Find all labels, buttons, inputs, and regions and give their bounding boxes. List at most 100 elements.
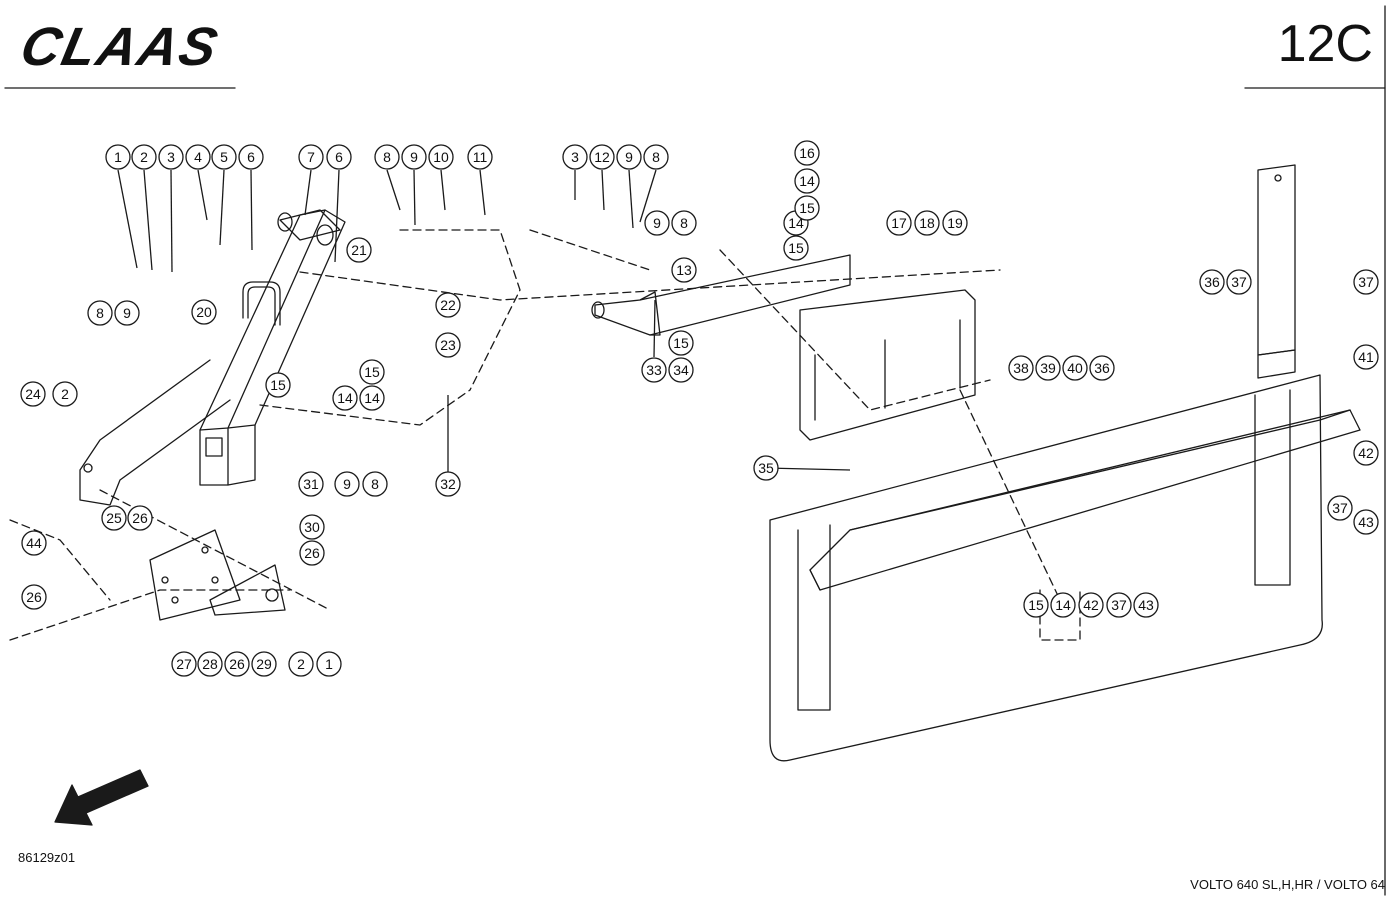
part-callout: 2 bbox=[288, 651, 314, 677]
part-number: 3 bbox=[571, 149, 579, 165]
part-number: 15 bbox=[673, 335, 689, 351]
part-callout: 38 bbox=[1008, 355, 1034, 381]
part-callout: 23 bbox=[435, 332, 461, 358]
part-callout: 9 bbox=[334, 471, 360, 497]
adapter-plate bbox=[149, 529, 286, 621]
part-number: 42 bbox=[1083, 597, 1099, 613]
part-number: 3 bbox=[167, 149, 175, 165]
mounting-plate bbox=[799, 289, 976, 441]
part-callout: 8 bbox=[643, 144, 669, 170]
part-callout: 15 bbox=[783, 235, 809, 261]
assembly-lines bbox=[9, 229, 1081, 641]
part-callout: 26 bbox=[299, 540, 325, 566]
part-callout: 30 bbox=[299, 514, 325, 540]
part-number: 26 bbox=[304, 545, 320, 561]
part-callout: 37 bbox=[1106, 592, 1132, 618]
leader-line bbox=[413, 169, 416, 226]
part-number: 26 bbox=[229, 656, 245, 672]
part-number: 10 bbox=[433, 149, 449, 165]
part-number: 8 bbox=[383, 149, 391, 165]
part-number: 9 bbox=[625, 149, 633, 165]
part-number: 15 bbox=[799, 200, 815, 216]
part-callout: 16 bbox=[794, 140, 820, 166]
part-callout: 17 bbox=[886, 210, 912, 236]
part-number: 14 bbox=[337, 390, 353, 406]
part-number: 2 bbox=[61, 386, 69, 402]
part-callout: 14 bbox=[1050, 592, 1076, 618]
part-number: 42 bbox=[1358, 445, 1374, 461]
part-number: 34 bbox=[673, 362, 689, 378]
part-callout: 42 bbox=[1078, 592, 1104, 618]
part-number: 21 bbox=[351, 242, 367, 258]
part-callout: 15 bbox=[359, 359, 385, 385]
main-frame-beam bbox=[79, 209, 346, 506]
leader-line bbox=[219, 169, 225, 246]
part-callout: 2 bbox=[131, 144, 157, 170]
arrow-down-left-icon bbox=[54, 769, 149, 826]
part-number: 28 bbox=[202, 656, 218, 672]
part-callout: 44 bbox=[21, 530, 47, 556]
part-callout: 37 bbox=[1327, 495, 1353, 521]
part-callout: 12 bbox=[589, 144, 615, 170]
part-callout: 42 bbox=[1353, 440, 1379, 466]
part-callout: 7 bbox=[298, 144, 324, 170]
part-callout: 36 bbox=[1089, 355, 1115, 381]
part-number: 12 bbox=[594, 149, 610, 165]
cross-tube bbox=[277, 209, 341, 246]
part-callout: 4 bbox=[185, 144, 211, 170]
part-callout: 14 bbox=[794, 168, 820, 194]
part-number: 7 bbox=[307, 149, 315, 165]
part-number: 29 bbox=[256, 656, 272, 672]
part-callout: 14 bbox=[332, 385, 358, 411]
page-code: 12C bbox=[1277, 15, 1373, 73]
u-bolt bbox=[242, 281, 281, 326]
part-callout: 26 bbox=[127, 505, 153, 531]
part-number: 37 bbox=[1358, 274, 1374, 290]
part-callout: 37 bbox=[1226, 269, 1252, 295]
part-number: 4 bbox=[194, 149, 202, 165]
part-callout: 2 bbox=[52, 381, 78, 407]
part-number: 14 bbox=[1055, 597, 1071, 613]
skirt-panel bbox=[769, 374, 1323, 762]
leader-line bbox=[639, 169, 657, 223]
part-number: 15 bbox=[1028, 597, 1044, 613]
leader-line bbox=[386, 169, 401, 211]
part-number: 25 bbox=[106, 510, 122, 526]
part-callout: 9 bbox=[616, 144, 642, 170]
leader-line bbox=[304, 169, 312, 216]
part-callout: 14 bbox=[359, 385, 385, 411]
part-number: 2 bbox=[297, 656, 305, 672]
part-callout: 41 bbox=[1353, 344, 1379, 370]
part-number: 36 bbox=[1204, 274, 1220, 290]
part-callout: 39 bbox=[1035, 355, 1061, 381]
part-number: 15 bbox=[788, 240, 804, 256]
part-callout: 36 bbox=[1199, 269, 1225, 295]
part-number: 14 bbox=[788, 215, 804, 231]
part-callout: 32 bbox=[435, 471, 461, 497]
part-callout: 8 bbox=[362, 471, 388, 497]
part-number: 8 bbox=[371, 476, 379, 492]
part-number: 41 bbox=[1358, 349, 1374, 365]
part-callout: 22 bbox=[435, 292, 461, 318]
part-callout: 37 bbox=[1353, 269, 1379, 295]
part-number: 32 bbox=[440, 476, 456, 492]
part-callout: 15 bbox=[265, 372, 291, 398]
leader-line bbox=[765, 467, 851, 471]
part-number: 30 bbox=[304, 519, 320, 535]
leader-line bbox=[170, 169, 173, 273]
part-number: 17 bbox=[891, 215, 907, 231]
part-number: 40 bbox=[1067, 360, 1083, 376]
leader-line bbox=[197, 169, 208, 221]
part-number: 44 bbox=[26, 535, 42, 551]
leader-line bbox=[250, 169, 253, 251]
rubber-strip bbox=[1257, 164, 1296, 379]
part-number: 9 bbox=[343, 476, 351, 492]
part-number: 6 bbox=[335, 149, 343, 165]
part-number: 5 bbox=[220, 149, 228, 165]
part-number: 11 bbox=[473, 149, 488, 165]
part-callout: 43 bbox=[1353, 509, 1379, 535]
part-callout: 1 bbox=[105, 144, 131, 170]
part-callout: 40 bbox=[1062, 355, 1088, 381]
